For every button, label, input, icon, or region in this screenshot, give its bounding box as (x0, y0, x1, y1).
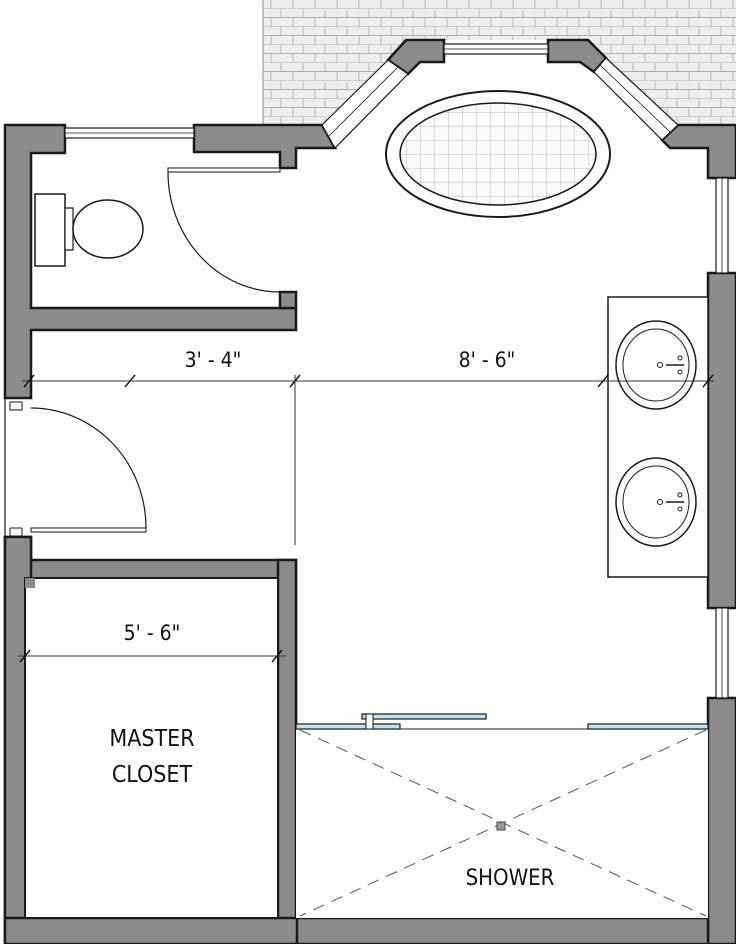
dimension-label-left: 3' - 4" (185, 348, 242, 372)
dimension-lines (18, 374, 714, 663)
room-label-closet-line1: MASTER (109, 726, 194, 752)
bathtub (385, 90, 611, 218)
sink-lower (615, 457, 697, 547)
wall-right-bottom (706, 696, 736, 944)
windows (64, 43, 729, 699)
room-label-closet-line2: CLOSET (112, 762, 193, 788)
wall-closet-bottom (3, 916, 299, 944)
wall-right-vanity (706, 271, 736, 610)
doors (4, 167, 281, 537)
double-vanity (607, 296, 709, 578)
wall-toilet-partition-top (192, 123, 338, 170)
wall-closet-right (276, 558, 298, 944)
shower (295, 713, 709, 918)
dimension-label-closet: 5' - 6" (124, 621, 181, 645)
wall-right-top-corner (660, 123, 736, 180)
toilet (34, 193, 144, 267)
dimension-label-right: 8' - 6" (459, 348, 516, 372)
sink-upper (615, 320, 697, 410)
wall-toilet-partition-bottom (278, 290, 298, 310)
room-label-shower: SHOWER (466, 866, 555, 891)
